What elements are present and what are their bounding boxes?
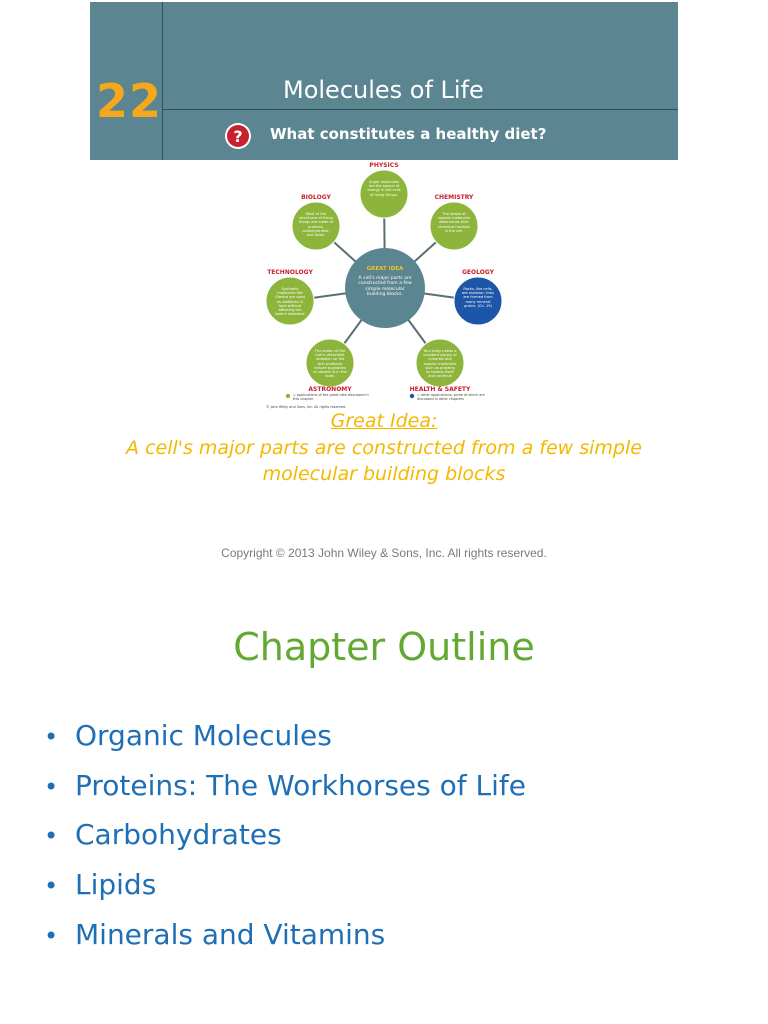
diagram-node-text: Your body needs a constant supply of min…	[423, 349, 457, 377]
diagram-node-label: TECHNOLOGY	[267, 269, 313, 276]
diagram-center-title: GREAT IDEA	[366, 266, 404, 272]
banner-divider-horizontal	[162, 109, 678, 110]
diagram-node-circle	[291, 201, 341, 251]
diagram-node-label: GEOLOGY	[462, 269, 494, 276]
outline-list: • Organic Molecules • Proteins: The Workhor…	[44, 716, 526, 964]
diagram-node-label: PHYSICS	[369, 162, 399, 169]
diagram-legend-green: = applications of the great idea discuss…	[293, 393, 369, 401]
diagram-node-circle	[429, 201, 479, 251]
outline-title: Chapter Outline	[233, 625, 535, 669]
diagram-node-text: Synthetic molecules like Olestra are use…	[275, 287, 305, 315]
bullet-icon: •	[44, 772, 59, 801]
diagram-legend-blue: = other applications, some of which are …	[417, 393, 485, 401]
outline-item-text: Lipids	[75, 868, 157, 902]
great-idea-heading: Great Idea:	[330, 410, 438, 432]
bullet-icon: •	[44, 822, 59, 851]
banner-divider-vertical	[162, 2, 163, 160]
outline-item: • Proteins: The Workhorses of Life	[44, 766, 526, 816]
legend-dot-icon	[285, 393, 291, 399]
diagram-node-circle	[453, 276, 503, 326]
diagram-node-text: The shape of organic molecules determine…	[437, 212, 471, 233]
great-idea-diagram: GREAT IDEA A cell's major parts are const…	[260, 160, 510, 415]
diagram-node-text: Rocks, like cells, are modular; they are…	[461, 287, 495, 308]
diagram-graphic	[265, 169, 503, 399]
question-mark-icon: ?	[225, 123, 251, 149]
diagram-center-text: A cell's major parts are constructed fro…	[358, 276, 412, 298]
diagram-node-label: CHEMISTRY	[434, 194, 474, 201]
bullet-icon: •	[44, 723, 59, 751]
outline-item: • Minerals and Vitamins	[44, 915, 526, 965]
outline-item-text: Proteins: The Workhorses of Life	[75, 768, 526, 802]
diagram-copyright: © John Wiley and Sons, Inc. All rights r…	[266, 405, 347, 409]
diagram-node-circle	[415, 338, 465, 388]
outline-item-text: Minerals and Vitamins	[75, 917, 386, 951]
diagram-node-text: The action of the Sun's ultraviolet radi…	[313, 349, 347, 377]
great-idea-text: A cell's major parts are constructed fro…	[126, 437, 642, 485]
diagram-node-label: BIOLOGY	[301, 194, 331, 201]
svg-text:?: ?	[233, 127, 242, 146]
chapter-question: What constitutes a healthy diet?	[270, 125, 547, 143]
chapter-title: Molecules of Life	[283, 76, 484, 104]
diagram-node-circle	[359, 169, 409, 219]
diagram-node-label: ASTRONOMY	[308, 386, 352, 393]
bullet-icon: •	[44, 921, 59, 950]
diagram-node-label: HEALTH & SAFETY	[409, 386, 471, 393]
bullet-icon: •	[44, 872, 59, 901]
outline-item: • Lipids	[44, 865, 526, 915]
outline-item-text: Organic Molecules	[75, 719, 332, 752]
copyright-notice: Copyright © 2013 John Wiley & Sons, Inc.…	[221, 546, 547, 560]
outline-item: • Carbohydrates	[44, 815, 526, 865]
diagram-node-circle	[305, 338, 355, 388]
diagram-node-circle	[265, 276, 315, 326]
diagram-center-circle	[345, 248, 425, 328]
chapter-banner: 22 Molecules of Life ? What constitutes …	[90, 2, 678, 160]
chapter-number: 22	[96, 74, 163, 128]
outline-item-text: Carbohydrates	[75, 818, 282, 852]
diagram-node-text: Sugar molecules are the source of energy…	[367, 180, 401, 197]
legend-dot-icon	[409, 393, 415, 399]
outline-item: • Organic Molecules	[44, 716, 526, 766]
diagram-node-text: Most of the structures of living things …	[299, 212, 333, 238]
